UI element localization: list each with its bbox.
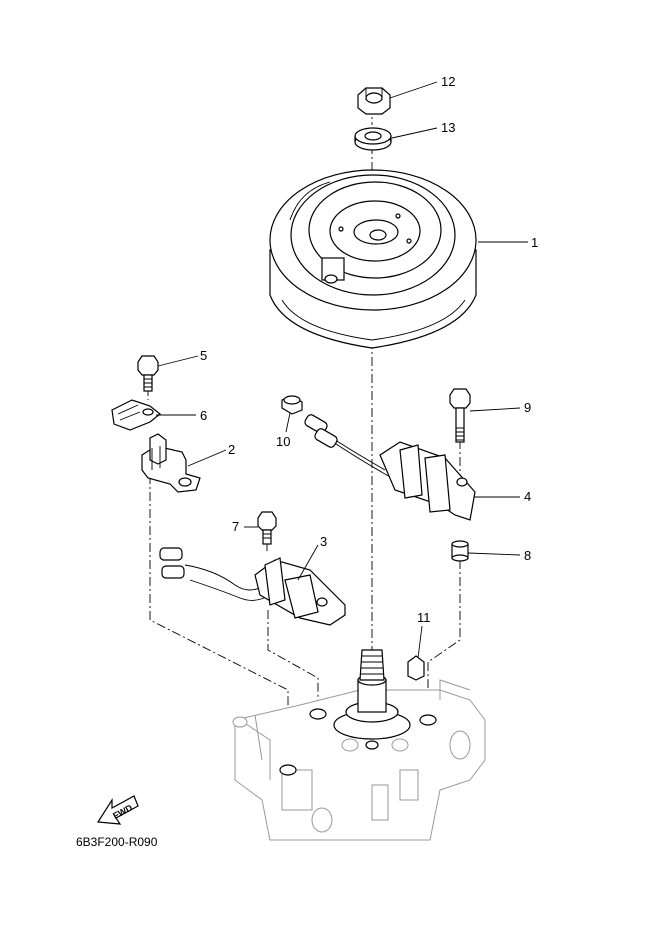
callout-6: 6 [200, 408, 207, 423]
part-8-collar [451, 540, 469, 562]
part-5-bolt [137, 355, 159, 392]
callout-10: 10 [276, 434, 290, 449]
leader-lines [156, 81, 528, 659]
crankcase-outline [232, 649, 486, 841]
part-2-bracket [141, 433, 201, 493]
callout-7: 7 [232, 519, 239, 534]
callout-13: 13 [441, 120, 455, 135]
callout-2: 2 [228, 442, 235, 457]
part-3-ignition-coil [159, 547, 346, 626]
part-7-bolt [257, 511, 277, 545]
fwd-arrow: FWD [96, 795, 139, 825]
callout-12: 12 [441, 74, 455, 89]
part-6-clamp [111, 399, 161, 431]
callout-8: 8 [524, 548, 531, 563]
callout-5: 5 [200, 348, 207, 363]
callout-3: 3 [320, 534, 327, 549]
part-12-nut [357, 87, 391, 115]
part-10-screw [281, 395, 303, 415]
part-4-pulser-coil [304, 414, 476, 521]
callout-11: 11 [417, 610, 431, 625]
callout-1: 1 [531, 235, 538, 250]
callout-4: 4 [524, 489, 531, 504]
part-13-washer [354, 127, 392, 151]
part-1-flywheel [269, 169, 477, 349]
drawing-code: 6B3F200-R090 [76, 835, 158, 849]
part-9-bolt [449, 388, 471, 443]
callout-numbers: 12 13 1 5 6 2 9 10 4 7 3 8 11 [200, 74, 538, 625]
part-11-key [407, 655, 425, 681]
callout-9: 9 [524, 400, 531, 415]
